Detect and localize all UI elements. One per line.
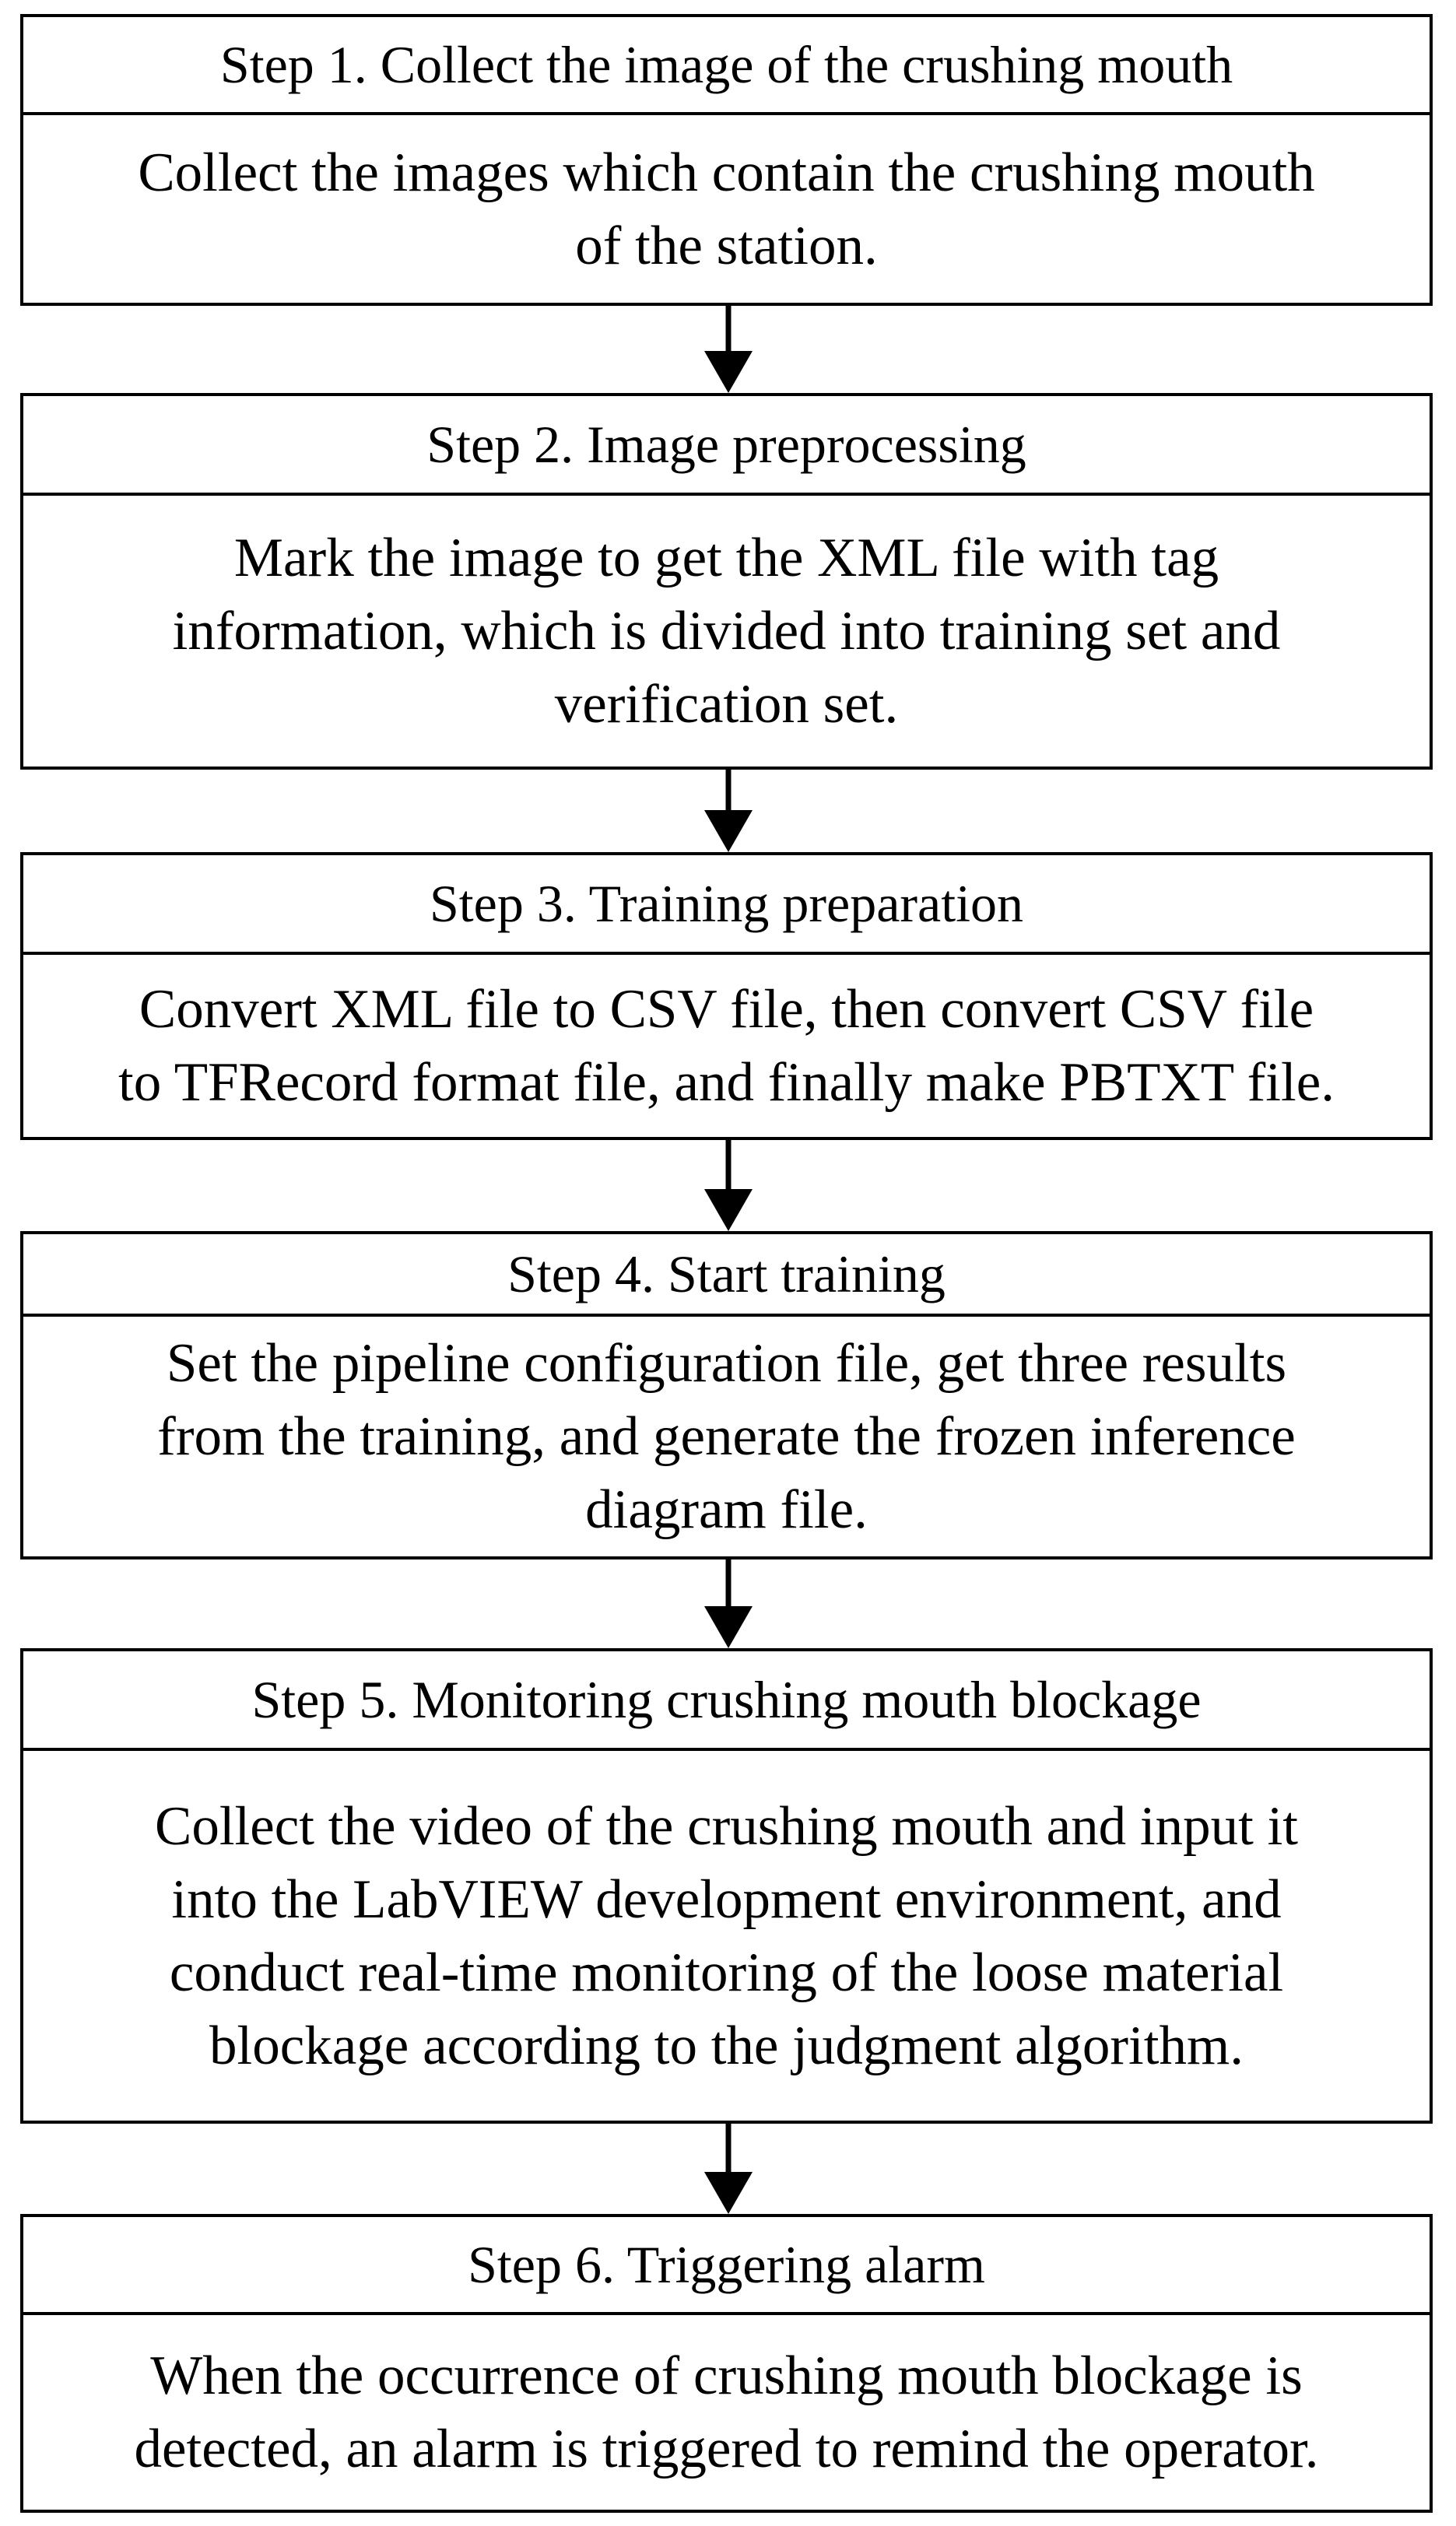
step-4-line: Set the pipeline configuration file, get… <box>166 1333 1287 1394</box>
step-3-line: Convert XML file to CSV file, then conve… <box>139 979 1314 1040</box>
step-3-line: to TFRecord format file, and finally mak… <box>118 1052 1335 1113</box>
step-4-title: Step 4. Start training <box>23 1234 1430 1317</box>
step-6-title: Step 6. Triggering alarm <box>23 2217 1430 2315</box>
step-1-title: Step 1. Collect the image of the crushin… <box>23 17 1430 115</box>
step-4-line: from the training, and generate the froz… <box>157 1406 1296 1467</box>
step-5-box: Step 5. Monitoring crushing mouth blocka… <box>20 1648 1433 2124</box>
step-3-description: Convert XML file to CSV file, then conve… <box>23 955 1430 1137</box>
step-2-box: Step 2. Image preprocessing Mark the ima… <box>20 393 1433 770</box>
step-1-line: of the station. <box>575 215 878 276</box>
step-5-line: conduct real-time monitoring of the loos… <box>169 1942 1284 2003</box>
step-2-title: Step 2. Image preprocessing <box>23 396 1430 496</box>
step-4-box: Step 4. Start training Set the pipeline … <box>20 1231 1433 1559</box>
step-1-description: Collect the images which contain the cru… <box>23 115 1430 303</box>
step-3-box: Step 3. Training preparation Convert XML… <box>20 852 1433 1140</box>
step-5-line: Collect the video of the crushing mouth … <box>154 1795 1299 1857</box>
step-6-description: When the occurrence of crushing mouth bl… <box>23 2315 1430 2510</box>
step-5-description: Collect the video of the crushing mouth … <box>23 1751 1430 2121</box>
step-4-line: diagram file. <box>585 1479 868 1540</box>
flow-arrow-2-to-3 <box>700 770 757 852</box>
flow-arrow-5-to-6 <box>700 2124 757 2214</box>
step-1-line: Collect the images which contain the cru… <box>138 142 1315 203</box>
step-3-title: Step 3. Training preparation <box>23 855 1430 955</box>
step-5-line: blockage according to the judgment algor… <box>209 2015 1244 2076</box>
step-1-box: Step 1. Collect the image of the crushin… <box>20 14 1433 306</box>
flow-arrow-3-to-4 <box>700 1140 757 1231</box>
step-2-line: Mark the image to get the XML file with … <box>233 528 1219 588</box>
step-6-line: When the occurrence of crushing mouth bl… <box>150 2345 1303 2406</box>
step-2-description: Mark the image to get the XML file with … <box>23 496 1430 767</box>
step-5-line: into the LabVIEW development environment… <box>171 1868 1282 1930</box>
step-6-line: detected, an alarm is triggered to remin… <box>134 2419 1319 2479</box>
step-5-title: Step 5. Monitoring crushing mouth blocka… <box>23 1651 1430 1751</box>
step-2-line: information, which is divided into train… <box>172 601 1281 661</box>
step-2-line: verification set. <box>554 674 899 735</box>
step-6-box: Step 6. Triggering alarm When the occurr… <box>20 2214 1433 2513</box>
step-4-description: Set the pipeline configuration file, get… <box>23 1317 1430 1556</box>
flow-arrow-1-to-2 <box>700 306 757 393</box>
flow-arrow-4-to-5 <box>700 1559 757 1648</box>
